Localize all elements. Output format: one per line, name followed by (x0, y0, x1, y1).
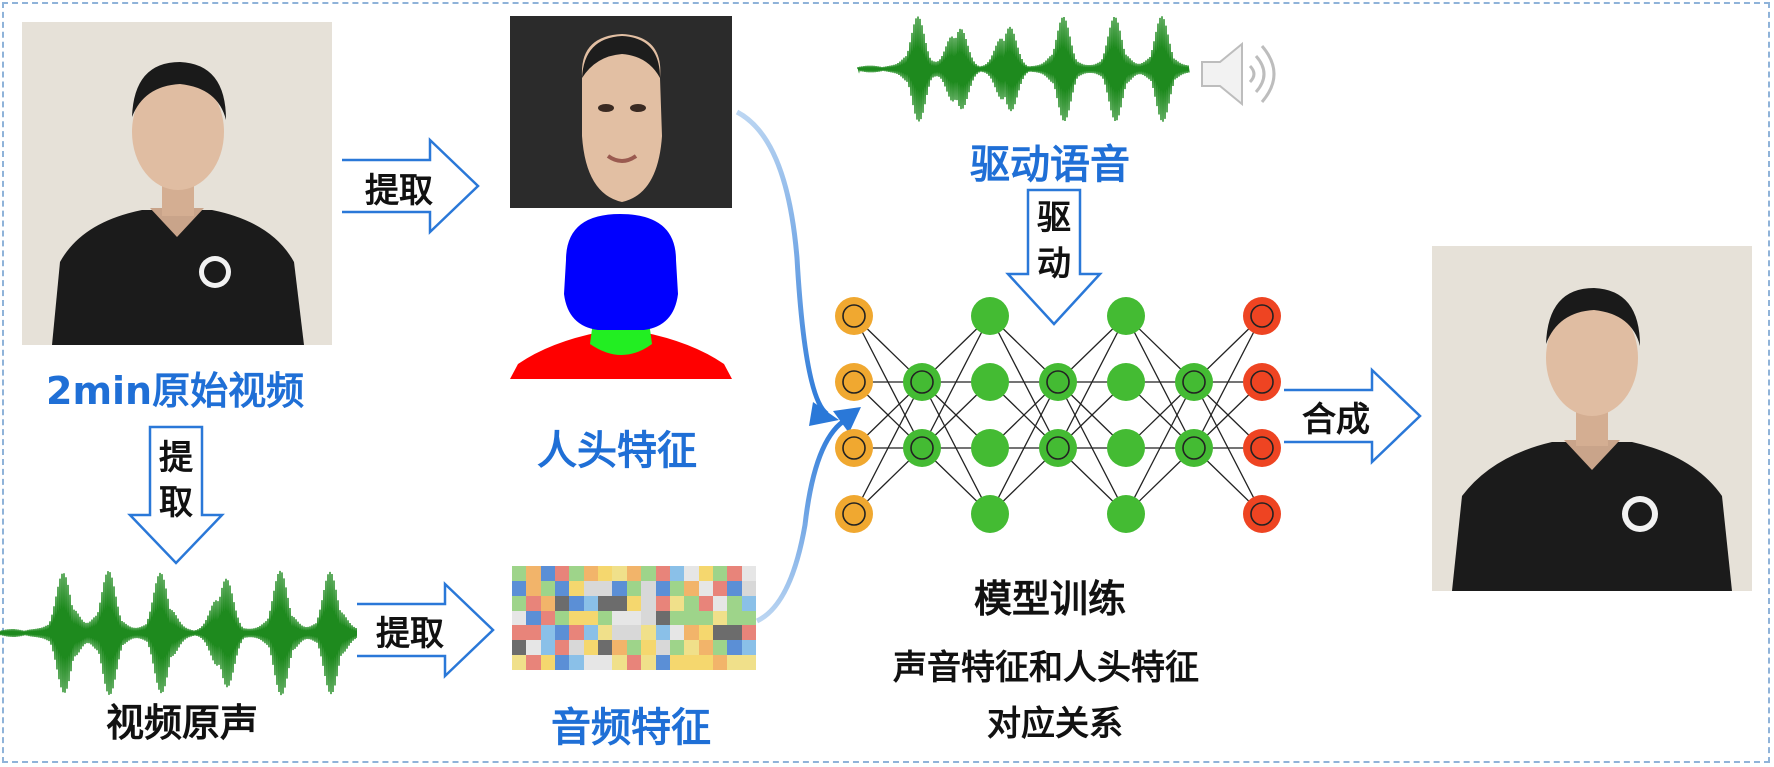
drive-label-top: 驱 (1037, 190, 1071, 239)
extract-label-down-top: 提 (159, 430, 193, 479)
drive-speech-label: 驱动语音 (970, 132, 1130, 190)
output-video-photo (1432, 246, 1752, 591)
audio-feature-mosaic (512, 566, 756, 670)
network-node (903, 363, 941, 401)
network-node (1039, 429, 1077, 467)
face-crop-image (510, 16, 732, 208)
head-segmentation-image (510, 214, 732, 379)
network-node (1039, 363, 1077, 401)
network-node (1243, 297, 1281, 335)
network-node (1243, 429, 1281, 467)
network-node (1107, 495, 1145, 533)
head-features-label: 人头特征 (537, 418, 697, 476)
network-node (971, 297, 1009, 335)
extract-label-bottom: 提取 (376, 606, 444, 655)
network-node (903, 429, 941, 467)
correspondence-label-line1: 声音特征和人头特征 (893, 640, 1199, 689)
correspondence-label-line2: 对应关系 (987, 696, 1123, 745)
neural-network-icon (826, 290, 1286, 540)
network-node (1107, 429, 1145, 467)
network-node (1175, 429, 1213, 467)
waveform-icon (858, 14, 1198, 134)
video-audio-label: 视频原声 (106, 692, 258, 747)
extract-label-down-bottom: 取 (159, 475, 193, 524)
model-training-label: 模型训练 (974, 568, 1126, 623)
network-node (1107, 297, 1145, 335)
raw-video-label: 2min原始视频 (46, 360, 304, 415)
network-node (1243, 495, 1281, 533)
network-node (1175, 363, 1213, 401)
extract-label-top: 提取 (365, 163, 433, 212)
network-node (971, 495, 1009, 533)
speaker-icon (1198, 36, 1278, 116)
audio-features-label: 音频特征 (551, 695, 711, 753)
network-node (971, 363, 1009, 401)
network-node (835, 297, 873, 335)
network-node (1243, 363, 1281, 401)
source-video-photo (22, 22, 332, 345)
network-node (835, 429, 873, 467)
network-node (835, 363, 873, 401)
network-node (835, 495, 873, 533)
network-node (1107, 363, 1145, 401)
drive-label-bottom: 动 (1037, 236, 1071, 285)
synthesize-label: 合成 (1302, 392, 1370, 441)
network-node (971, 429, 1009, 467)
waveform-icon (0, 568, 360, 698)
